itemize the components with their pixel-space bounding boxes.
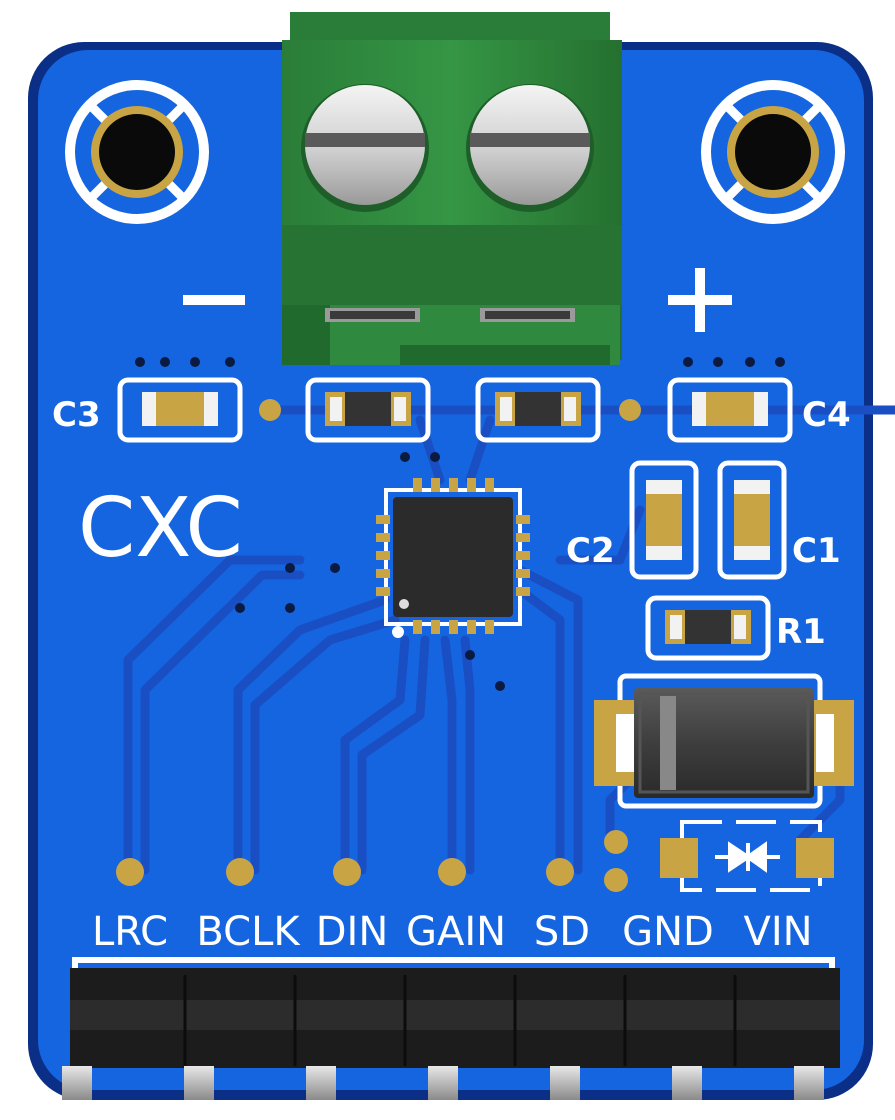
capacitor-c4 xyxy=(667,377,793,443)
pin-label-din: DIN xyxy=(316,909,389,955)
resistor-r1 xyxy=(645,595,771,661)
pin-label-sd: SD xyxy=(534,909,590,955)
small-diode xyxy=(660,820,834,892)
pin-label-lrc: LRC xyxy=(92,909,168,955)
schottky-diode xyxy=(594,673,854,809)
vias xyxy=(135,357,785,691)
pin-label-gain: GAIN xyxy=(406,909,506,955)
pin-header xyxy=(62,968,840,1100)
silk-r1-label: R1 xyxy=(776,612,826,652)
mounting-hole-left xyxy=(65,80,209,224)
test-pad-left xyxy=(259,399,281,421)
resistor-left xyxy=(305,377,431,443)
silk-c4-label: C4 xyxy=(802,395,851,435)
mounting-hole-right xyxy=(701,80,845,224)
silk-c1-label: C1 xyxy=(792,531,841,571)
via-pad-2 xyxy=(604,868,628,892)
screw-terminal-block xyxy=(282,12,622,365)
header-pads xyxy=(116,858,574,886)
silk-minus xyxy=(183,295,245,305)
screw-right xyxy=(466,84,594,212)
test-pad-right xyxy=(619,399,641,421)
amplifier-ic xyxy=(376,478,530,638)
capacitor-c1 xyxy=(717,460,787,580)
silk-plus xyxy=(668,268,732,332)
pin-label-gnd: GND xyxy=(622,909,714,955)
silk-logo: CXC xyxy=(78,481,243,576)
via-pad-1 xyxy=(604,830,628,854)
resistor-right xyxy=(475,377,601,443)
screw-left xyxy=(301,84,429,212)
silk-c3-label: C3 xyxy=(52,395,101,435)
pin-label-bclk: BCLK xyxy=(196,909,301,955)
capacitor-c2 xyxy=(629,460,699,580)
capacitor-c3 xyxy=(117,377,243,443)
silk-c2-label: C2 xyxy=(566,531,615,571)
pin-labels: LRC BCLK DIN GAIN SD GND VIN xyxy=(92,909,813,955)
pin-label-vin: VIN xyxy=(743,909,812,955)
